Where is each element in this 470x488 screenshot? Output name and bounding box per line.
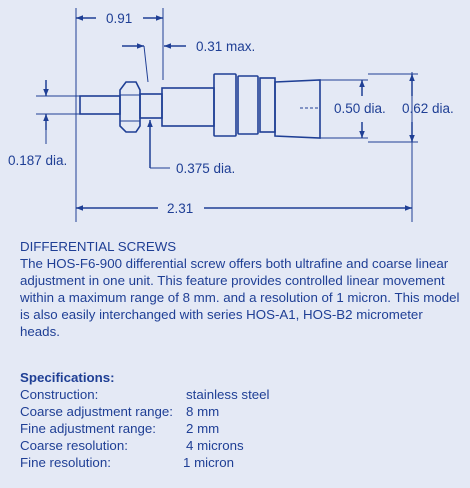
small-shaft — [79, 95, 121, 115]
dim-050-label: 0.50 dia. — [334, 101, 386, 116]
hex-nut — [119, 81, 141, 133]
spec-label: Construction: — [20, 387, 99, 402]
spec-value: 1 micron — [183, 455, 234, 470]
mid-shaft — [139, 93, 163, 119]
dim-091-label: 0.91 — [106, 11, 132, 26]
collar-2 — [237, 75, 259, 135]
spec-value: 8 mm — [186, 404, 220, 419]
specifications-block: Specifications: Construction: stainless … — [20, 369, 270, 471]
spec-value: 4 microns — [186, 438, 244, 453]
collar-3 — [259, 77, 276, 133]
dim-062-label: 0.62 dia. — [402, 101, 454, 116]
spec-row-fine-range: Fine adjustment range: 2 mm — [20, 420, 219, 437]
specifications-title: Specifications: — [20, 370, 115, 385]
screw-body — [79, 73, 321, 139]
spec-row-coarse-range: Coarse adjustment range: 8 mm — [20, 403, 219, 420]
threaded-body — [161, 87, 215, 127]
spec-label: Coarse resolution: — [20, 438, 128, 453]
description-block: DIFFERENTIAL SCREWS The HOS-F6-900 diffe… — [20, 238, 460, 340]
description-title: DIFFERENTIAL SCREWS — [20, 239, 177, 254]
dim-0187-label: 0.187 dia. — [8, 153, 67, 168]
spec-label: Coarse adjustment range: — [20, 404, 173, 419]
collar-1 — [213, 73, 237, 137]
technical-drawing: 0.91 0.31 max. 0.50 dia. 0.62 dia. 0.187… — [8, 8, 454, 222]
spec-value: stainless steel — [186, 387, 270, 402]
dim-031-label: 0.31 max. — [196, 39, 255, 54]
spec-row-construction: Construction: stainless steel — [20, 386, 270, 403]
barrel — [274, 79, 321, 139]
dim-0375-label: 0.375 dia. — [176, 161, 235, 176]
dim-231-label: 2.31 — [167, 201, 193, 216]
spec-label: Fine resolution: — [20, 455, 111, 470]
description-body: The HOS-F6-900 differential screw offers… — [20, 256, 460, 339]
spec-label: Fine adjustment range: — [20, 421, 157, 436]
spec-value: 2 mm — [186, 421, 220, 436]
dim-031-leader — [143, 45, 149, 83]
spec-row-fine-resolution: Fine resolution: 1 micron — [20, 454, 234, 471]
spec-row-coarse-resolution: Coarse resolution: 4 microns — [20, 437, 244, 454]
